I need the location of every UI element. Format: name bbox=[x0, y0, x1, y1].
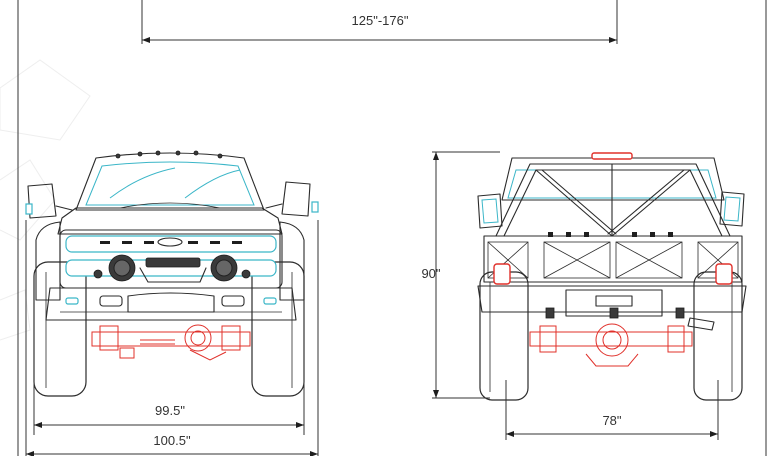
rear-view bbox=[477, 152, 747, 401]
height-label: 90" bbox=[421, 266, 440, 281]
right-tail-light bbox=[715, 263, 733, 285]
roll-cage bbox=[495, 163, 731, 237]
wheelbase-dimension: 125"-176" bbox=[141, 0, 618, 44]
rear-axle bbox=[529, 323, 693, 367]
front-fog-lights bbox=[93, 254, 251, 282]
overall-width-label: 100.5" bbox=[153, 433, 191, 448]
front-light-bar bbox=[145, 257, 201, 268]
front-hood bbox=[57, 207, 283, 235]
rear-bumper bbox=[477, 285, 747, 313]
background-decoration bbox=[0, 59, 91, 341]
bed-tie-downs bbox=[548, 232, 673, 237]
front-mirrors bbox=[25, 181, 319, 219]
wheelbase-label: 125"-176" bbox=[352, 13, 409, 28]
rear-track-label: 78" bbox=[602, 413, 621, 428]
rear-cab bbox=[501, 157, 725, 201]
front-bumper bbox=[45, 287, 297, 321]
height-dimension: 90" bbox=[421, 151, 500, 399]
bed-panel bbox=[483, 235, 743, 283]
front-headlight-bar bbox=[65, 235, 277, 253]
front-windshield bbox=[85, 161, 255, 206]
left-tail-light bbox=[493, 263, 511, 285]
bed-bracing bbox=[487, 241, 739, 279]
front-view bbox=[25, 150, 319, 397]
third-brake-light bbox=[591, 152, 633, 160]
grille-slots bbox=[100, 237, 242, 247]
front-right-tire bbox=[251, 261, 305, 397]
front-axle bbox=[91, 324, 251, 361]
rear-track-dimension: 78" bbox=[505, 380, 719, 440]
cab-marker-lights bbox=[115, 150, 223, 159]
front-track-label: 99.5" bbox=[155, 403, 185, 418]
frame-lines bbox=[17, 0, 767, 456]
front-width-dimensions: 99.5" 100.5" bbox=[25, 220, 319, 456]
rear-left-tire bbox=[479, 271, 529, 401]
